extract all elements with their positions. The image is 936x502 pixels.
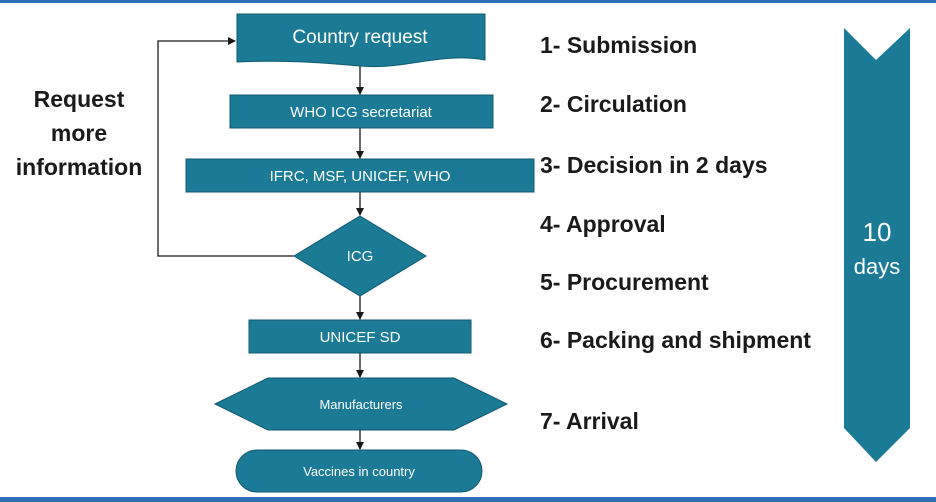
icg-decision-diamond[interactable] — [293, 215, 427, 297]
unicef-sd-box[interactable] — [248, 319, 472, 354]
timeline-chevron — [844, 28, 910, 462]
top-border — [0, 0, 936, 3]
step-approval: 4- Approval — [540, 211, 666, 237]
step-submission: 1- Submission — [540, 32, 698, 58]
step-procurement: 5- Procurement — [540, 269, 709, 295]
country-request-shape[interactable] — [236, 13, 486, 68]
manufacturers-label: Manufacturers — [319, 397, 403, 412]
who-icg-secretariat-label: WHO ICG secretariat — [290, 104, 433, 121]
request-more-information-label: Request more information — [4, 82, 154, 184]
who-icg-secretariat-box[interactable] — [229, 94, 494, 129]
feedback-label-line3: information — [15, 154, 143, 180]
partners-label: IFRC, MSF, UNICEF, WHO — [270, 168, 451, 185]
vaccines-in-country-terminator[interactable] — [235, 449, 483, 493]
country-request-label: Country request — [292, 27, 428, 48]
feedback-label-line1: Request — [33, 86, 125, 112]
icg-label: ICG — [347, 248, 374, 265]
manufacturers-hexagon[interactable] — [213, 377, 509, 431]
step-decision: 3- Decision in 2 days — [540, 152, 768, 178]
partners-box[interactable] — [185, 158, 535, 193]
step-arrival: 7- Arrival — [540, 408, 639, 434]
step-packing-shipment: 6- Packing and shipment — [540, 327, 811, 353]
feedback-loop-arrow — [157, 37, 294, 257]
vaccines-in-country-label: Vaccines in country — [303, 464, 415, 479]
timeline-unit: days — [854, 254, 900, 279]
unicef-sd-label: UNICEF SD — [320, 329, 401, 346]
timeline-value: 10 — [863, 217, 892, 247]
feedback-label-line2: more — [50, 120, 108, 146]
step-circulation: 2- Circulation — [540, 91, 687, 117]
bottom-border — [0, 497, 936, 502]
